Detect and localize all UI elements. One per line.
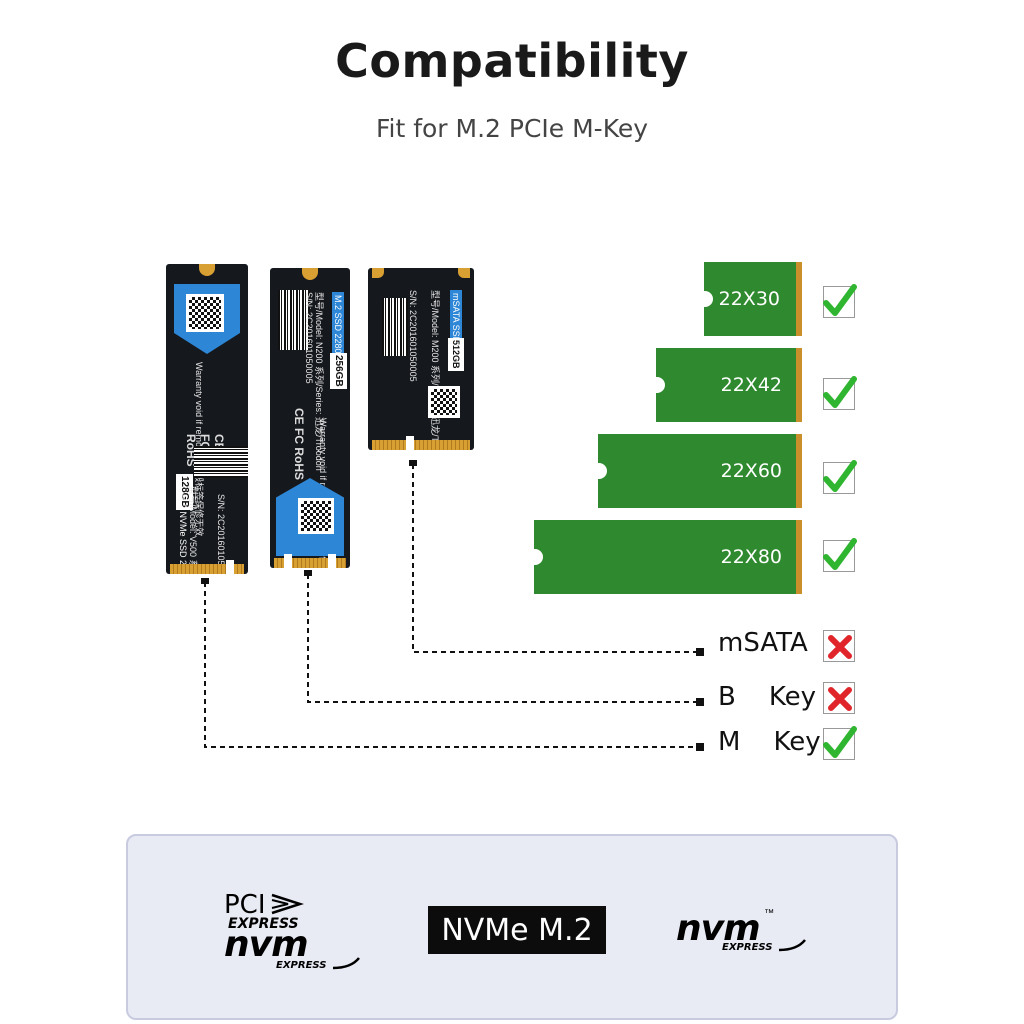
- ssd-sn-text: S/N: 2C201601050005: [304, 292, 314, 384]
- cert-marks: CE FC RoHS: [292, 408, 306, 480]
- board-notch: [597, 463, 607, 479]
- board-size-label: 22X30: [718, 288, 780, 310]
- pci-express-nvm-logo: PCI EXPRESS nvm EXPRESS: [224, 890, 361, 973]
- barcode: [278, 290, 310, 350]
- board-size-label: 22X60: [720, 460, 782, 482]
- board-22x42: 22X42: [655, 348, 802, 422]
- check-icon: [823, 538, 857, 572]
- mount-hole: [372, 268, 384, 278]
- barcode: [382, 298, 408, 356]
- ssd-series-text: 型号/Model: V500 系列/Series: 迅龙/Troodon: [187, 486, 200, 574]
- m-key-notch: [328, 554, 336, 568]
- check-icon: [823, 726, 857, 760]
- ssd-model-text: M.2 SSD 2280: [332, 292, 344, 357]
- nvme-m2-badge: NVMe M.2: [428, 906, 606, 954]
- pci-express-text: EXPRESS: [228, 916, 299, 932]
- trademark-symbol: ™: [764, 908, 775, 919]
- board-size-label: 22X42: [720, 374, 782, 396]
- barcode: [194, 446, 248, 478]
- nvm-express-logo: nvm ™ EXPRESS: [676, 908, 807, 955]
- ssd-msata-card: mSATA SSD 型号/Model: M200 系列/Series: 迅龙/T…: [368, 268, 474, 450]
- board-notch: [655, 377, 665, 393]
- nvm-text: nvm: [224, 924, 309, 965]
- ssd-capacity: 256GB: [330, 353, 347, 389]
- pci-arrow-icon: [271, 893, 305, 915]
- board-size-label: 22X80: [720, 546, 782, 568]
- gold-contacts: [274, 558, 346, 568]
- board-notch: [703, 291, 713, 307]
- check-icon: [823, 284, 857, 318]
- cross-icon: [823, 630, 855, 662]
- qr-code: [298, 498, 334, 534]
- b-key-notch: [284, 554, 292, 568]
- mount-hole: [458, 268, 470, 278]
- ssd-capacity: 512GB: [448, 338, 464, 371]
- ssd-capacity: 128GB: [176, 474, 193, 510]
- nvm-express-row: EXPRESS: [276, 955, 361, 973]
- ssd-b-key-card: M.2 SSD 2280 型号/Model: N200 系列/Series: 迅…: [270, 268, 350, 568]
- check-icon: [823, 460, 857, 494]
- board-22x60: 22X60: [597, 434, 802, 508]
- page-title: Compatibility: [335, 34, 689, 88]
- mount-hole: [302, 268, 318, 280]
- page-subtitle: Fit for M.2 PCIe M-Key: [375, 114, 649, 143]
- nvm-swoosh-icon: [778, 939, 806, 952]
- ssd-series-text: 型号/Model: M200 系列/Series: 迅龙/Troodon: [430, 290, 440, 450]
- check-icon: [823, 376, 857, 410]
- cross-icon: [823, 682, 855, 714]
- key-label-m-key: M Key: [718, 727, 821, 757]
- board-22x80: 22X80: [533, 520, 802, 594]
- nvm-express-text: EXPRESS: [276, 960, 327, 971]
- m-key-connector-line: [204, 582, 698, 748]
- pci-text: PCI: [224, 890, 266, 920]
- key-label-b-key: B Key: [718, 682, 817, 712]
- nvm-express-row: EXPRESS: [722, 937, 807, 955]
- ssd-m-key-card: CE FC RoHS Warranty void if removed 撕毁标签…: [166, 264, 248, 574]
- nvm-express-text: EXPRESS: [722, 942, 773, 953]
- ssd-sn-text: S/N: 2C201601050005: [408, 290, 418, 382]
- qr-code: [186, 294, 224, 332]
- gold-contacts: [170, 564, 244, 574]
- m-key-notch: [226, 560, 234, 574]
- mount-hole: [199, 264, 215, 276]
- msata-notch: [406, 436, 414, 450]
- nvm-text: nvm: [676, 908, 761, 949]
- nvm-swoosh-icon: [332, 957, 360, 970]
- qr-code: [428, 386, 460, 418]
- gold-contacts: [372, 440, 470, 450]
- ssd-sn-text: S/N: 2C201601050005: [216, 494, 226, 574]
- board-notch: [533, 549, 543, 565]
- key-label-msata: mSATA: [718, 628, 808, 658]
- logo-panel: PCI EXPRESS nvm EXPRESS NVMe M.2 nvm ™ E…: [126, 834, 898, 1020]
- board-22x30: 22X30: [703, 262, 802, 336]
